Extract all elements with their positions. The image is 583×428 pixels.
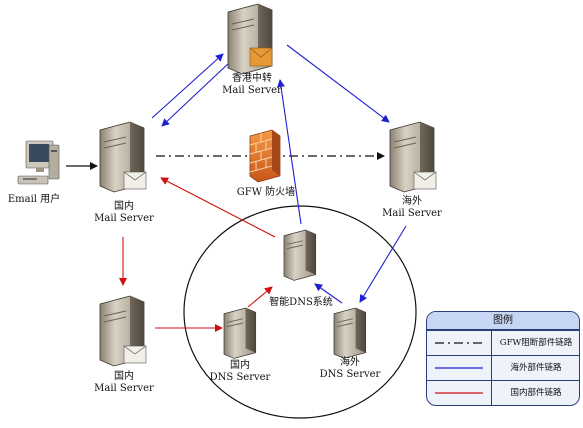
- link-dns-overseas-to-smart: [314, 283, 343, 304]
- domestic-mail-server-2-icon: [99, 295, 147, 367]
- dns-domestic-line2: DNS Server: [209, 372, 271, 383]
- legend-label-overseas: 海外部件链路: [510, 363, 562, 373]
- domestic-dns-server-icon: [223, 307, 257, 359]
- legend-swatch-domestic: [435, 392, 483, 394]
- domestic-mail-server-2-line2: Mail Server: [94, 383, 154, 394]
- dns-overseas-label: 海外 DNS Server: [312, 357, 388, 381]
- legend-title: 图例: [427, 312, 579, 330]
- smart-dns-boundary: [183, 205, 417, 419]
- overseas-dns-server-icon: [333, 307, 367, 359]
- legend-swatch-gfw: [435, 342, 483, 344]
- hk-mail-server-label: 香港中转 Mail Server: [214, 73, 290, 97]
- legend-label-gfw: GFW阻断部件链路: [499, 338, 573, 348]
- dns-domestic-line1: 国内: [230, 360, 250, 371]
- legend-row-gfw: GFW阻断部件链路: [427, 330, 579, 355]
- domestic-mail-server-icon: [99, 121, 147, 193]
- domestic-mail-server-line2: Mail Server: [94, 213, 154, 224]
- link-hk-to-domestic: [161, 61, 231, 127]
- smart-dns-server-icon: [283, 229, 317, 281]
- domestic-mail-server-2-label: 国内 Mail Server: [86, 371, 162, 395]
- legend-row-domestic: 国内部件链路: [427, 380, 579, 405]
- link-overseas-to-dns: [359, 225, 407, 303]
- link-smart-to-domestic: [160, 177, 276, 238]
- domestic-mail-server-line1: 国内: [114, 201, 134, 212]
- email-user-label-text: Email 用户: [7, 194, 61, 205]
- smart-dns-label: 智能DNS系统: [254, 297, 348, 309]
- hk-mail-server-line2: Mail Server: [222, 85, 282, 96]
- link-hk-to-overseas: [286, 44, 390, 123]
- firewall-brick-icon: [249, 129, 281, 183]
- firewall-label: GFW 防火墙: [226, 187, 306, 199]
- dns-overseas-line1: 海外: [340, 357, 360, 368]
- overseas-mail-server-line1: 海外: [402, 196, 422, 207]
- domestic-mail-server-label: 国内 Mail Server: [86, 201, 162, 225]
- hk-mail-server-icon: [227, 3, 273, 75]
- firewall-label-text: GFW 防火墙: [236, 187, 296, 198]
- link-domestic-to-hk: [151, 53, 224, 119]
- overseas-mail-server-icon: [389, 121, 437, 193]
- smart-dns-label-text: 智能DNS系统: [269, 297, 333, 308]
- email-user-label: Email 用户: [0, 194, 68, 206]
- legend: 图例 GFW阻断部件链路 海外部件链路 国内部件链路: [426, 311, 580, 406]
- legend-label-domestic: 国内部件链路: [510, 388, 562, 398]
- legend-row-overseas: 海外部件链路: [427, 355, 579, 380]
- overseas-mail-server-line2: Mail Server: [382, 208, 442, 219]
- dns-overseas-line2: DNS Server: [319, 369, 381, 380]
- dns-domestic-label: 国内 DNS Server: [202, 360, 278, 384]
- link-dns-to-hk: [277, 79, 302, 225]
- link-dns-domestic-to-smart: [247, 286, 273, 308]
- hk-mail-server-line1: 香港中转: [232, 73, 272, 84]
- legend-swatch-overseas: [435, 367, 483, 369]
- email-user-computer-icon: [17, 140, 60, 185]
- domestic-mail-server-2-line1: 国内: [114, 371, 134, 382]
- overseas-mail-server-label: 海外 Mail Server: [374, 196, 450, 220]
